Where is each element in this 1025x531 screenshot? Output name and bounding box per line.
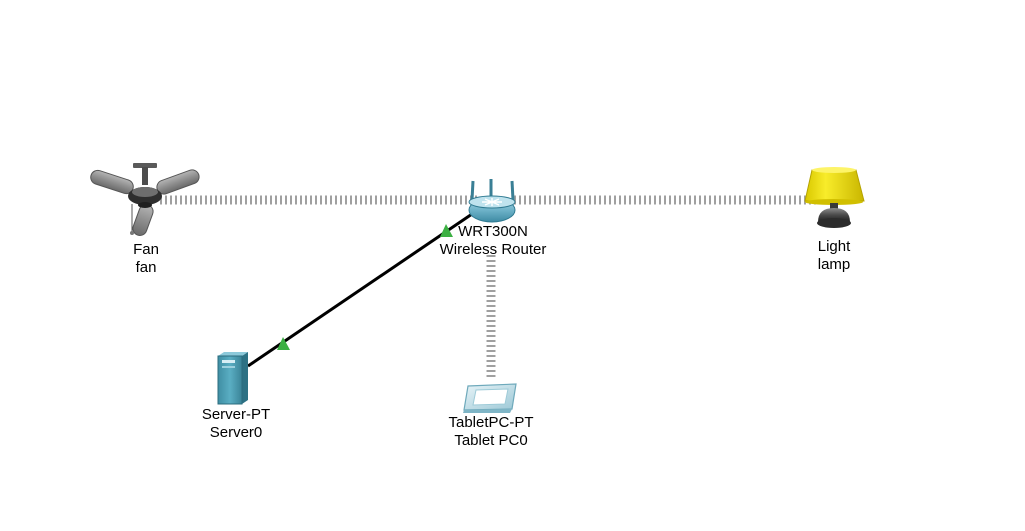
lamp-name: lamp (817, 256, 851, 273)
fan-name: fan (135, 259, 157, 276)
router-model: WRT300N (458, 223, 528, 240)
server-model: Server-PT (201, 406, 271, 423)
link-status-up-router-end (440, 224, 453, 237)
lamp-label: Light lamp (818, 238, 851, 274)
server-label: Server-PT Server0 (202, 406, 270, 442)
router-device[interactable] (468, 179, 516, 223)
server-icon (217, 352, 248, 405)
tablet-pc-icon (463, 383, 517, 413)
wireless-router-icon (468, 179, 516, 223)
server-name: Server0 (209, 424, 263, 441)
ceiling-fan-icon (90, 163, 200, 236)
router-name: Wireless Router (439, 241, 547, 258)
router-label: WRT300N Wireless Router (440, 223, 547, 259)
light-lamp-icon (804, 167, 865, 228)
link-status-up-server-end (277, 337, 290, 350)
tablet-label: TabletPC-PT Tablet PC0 (448, 414, 533, 450)
tablet-device[interactable] (463, 383, 517, 413)
fan-label: Fan fan (133, 241, 159, 277)
lamp-device[interactable] (804, 167, 865, 228)
server-device[interactable] (217, 352, 248, 405)
links-layer (160, 195, 816, 380)
tablet-name: Tablet PC0 (454, 432, 528, 449)
lamp-model: Light (817, 238, 851, 255)
tablet-model: TabletPC-PT (448, 414, 534, 431)
fan-model: Fan (133, 241, 159, 258)
wired-link-server-router[interactable] (247, 210, 476, 368)
fan-device[interactable] (89, 163, 201, 237)
